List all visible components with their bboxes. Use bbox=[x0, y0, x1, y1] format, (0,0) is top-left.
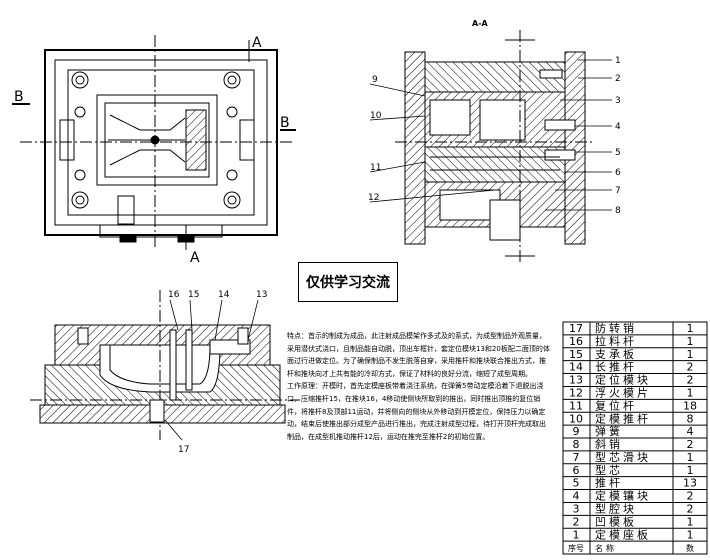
callout-14: 14 bbox=[218, 290, 230, 300]
plan-label-a-bottom: A bbox=[190, 250, 200, 266]
bom-cell: 9 bbox=[573, 425, 580, 438]
bom-cell: 1 bbox=[687, 386, 694, 399]
bom-cell: 复位杆 bbox=[595, 398, 637, 412]
bom-cell: 定模镶块 bbox=[595, 489, 651, 503]
callout-10: 10 bbox=[370, 111, 382, 121]
bom-cell: 18 bbox=[683, 399, 697, 412]
bom-cell: 1 bbox=[687, 348, 694, 361]
bom-cell: 11 bbox=[569, 399, 583, 412]
bom-cell: 8 bbox=[687, 412, 694, 425]
bom-cell: 3 bbox=[573, 502, 580, 515]
callout-8: 8 bbox=[615, 206, 621, 216]
plan-label-b-right: B bbox=[280, 115, 290, 131]
bom-cell: 长推杆 bbox=[595, 360, 637, 374]
callout-12: 12 bbox=[368, 193, 379, 203]
bom-cell: 1 bbox=[687, 528, 694, 541]
section-title: A-A bbox=[472, 19, 489, 28]
bom-cell: 2 bbox=[687, 490, 694, 503]
callout-17: 17 bbox=[178, 445, 189, 455]
front-section bbox=[30, 290, 300, 440]
front-leaders bbox=[164, 299, 259, 441]
bom-cell: 8 bbox=[573, 438, 580, 451]
bom-cell: 支承板 bbox=[595, 347, 637, 361]
bom-cell: 斜销 bbox=[595, 437, 623, 451]
bom-cell: 17 bbox=[569, 322, 583, 335]
section-leaders bbox=[369, 59, 612, 211]
callout-5: 5 bbox=[615, 148, 621, 158]
note-features: 特点：首示的制成为成品，此注射成品模架作多式及的系式，为成型制品外观质量，采用潜… bbox=[287, 332, 550, 378]
bom-cell: 型芯 bbox=[595, 463, 623, 477]
bom-cell: 1 bbox=[687, 464, 694, 477]
bom-cell: 13 bbox=[569, 374, 583, 387]
bom-cell: 推杆 bbox=[595, 476, 623, 490]
bom-cell: 5 bbox=[573, 477, 580, 490]
section-callouts: 1 2 3 4 5 6 7 8 9 10 11 12 bbox=[368, 56, 621, 216]
callout-6: 6 bbox=[615, 168, 621, 178]
bom-cell: 14 bbox=[569, 361, 583, 374]
note-working-principle: 工作原理：开模时，首先定模座板带着浇注系统，在弹簧5带动定模沿着下退脱出浇口，压… bbox=[287, 382, 546, 441]
bom-cell: 2 bbox=[687, 438, 694, 451]
bom-cell: 1 bbox=[573, 528, 580, 541]
plan-view bbox=[12, 35, 296, 250]
callout-15: 15 bbox=[188, 290, 199, 300]
callout-11: 11 bbox=[370, 163, 381, 173]
callout-2: 2 bbox=[615, 74, 621, 84]
watermark-box: 仅供学习交流 bbox=[298, 262, 398, 302]
front-callouts: 16 15 14 13 17 bbox=[168, 290, 267, 455]
callout-1: 1 bbox=[615, 56, 621, 66]
bom-header-cell: 名称 bbox=[595, 543, 617, 553]
bom-cell: 4 bbox=[687, 425, 694, 438]
bom-cell: 13 bbox=[683, 477, 697, 490]
bom-cell: 定位模块 bbox=[595, 373, 651, 387]
bom-cell: 2 bbox=[687, 374, 694, 387]
bom-cell: 型腔块 bbox=[595, 501, 637, 515]
bom-cell: 防转销 bbox=[595, 321, 637, 335]
bom-header-cell: 序号 bbox=[568, 543, 584, 553]
bom-cell: 16 bbox=[569, 335, 583, 348]
bom-cell: 2 bbox=[573, 515, 580, 528]
bom-cell: 型芯滑块 bbox=[595, 450, 651, 464]
bom-cell: 12 bbox=[569, 386, 583, 399]
bom-cell: 定模座板 bbox=[595, 527, 651, 541]
callout-13: 13 bbox=[256, 290, 267, 300]
design-notes: 特点：首示的制成为成品，此注射成品模架作多式及的系式，为成型制品外观质量，采用潜… bbox=[287, 330, 552, 443]
bom-cell: 凹模板 bbox=[595, 514, 637, 528]
bom-cell: 15 bbox=[569, 348, 583, 361]
bom-cell: 拉料杆 bbox=[595, 334, 637, 348]
bom-cell: 2 bbox=[687, 361, 694, 374]
bom-cell: 10 bbox=[569, 412, 583, 425]
bom-cell: 浮火模片 bbox=[595, 386, 651, 399]
bom-header-cell: 数 bbox=[686, 543, 694, 553]
section-view bbox=[395, 30, 595, 262]
bom-cell: 1 bbox=[687, 335, 694, 348]
bom-cell: 1 bbox=[687, 515, 694, 528]
bom-cell: 1 bbox=[687, 451, 694, 464]
bom-cell: 6 bbox=[573, 464, 580, 477]
bom-cell: 1 bbox=[687, 322, 694, 335]
bom-cell: 定模推杆 bbox=[595, 411, 651, 425]
bom-cell: 4 bbox=[573, 490, 580, 503]
bom-cell: 2 bbox=[687, 502, 694, 515]
callout-4: 4 bbox=[615, 122, 621, 132]
bom-cell: 7 bbox=[573, 451, 580, 464]
callout-3: 3 bbox=[615, 96, 621, 106]
plan-label-a-top: A bbox=[252, 35, 262, 51]
bom-cell: 弹簧 bbox=[595, 424, 623, 438]
callout-16: 16 bbox=[168, 290, 180, 300]
plan-label-b-left: B bbox=[14, 89, 24, 105]
callout-9: 9 bbox=[372, 75, 378, 85]
callout-7: 7 bbox=[615, 186, 621, 196]
